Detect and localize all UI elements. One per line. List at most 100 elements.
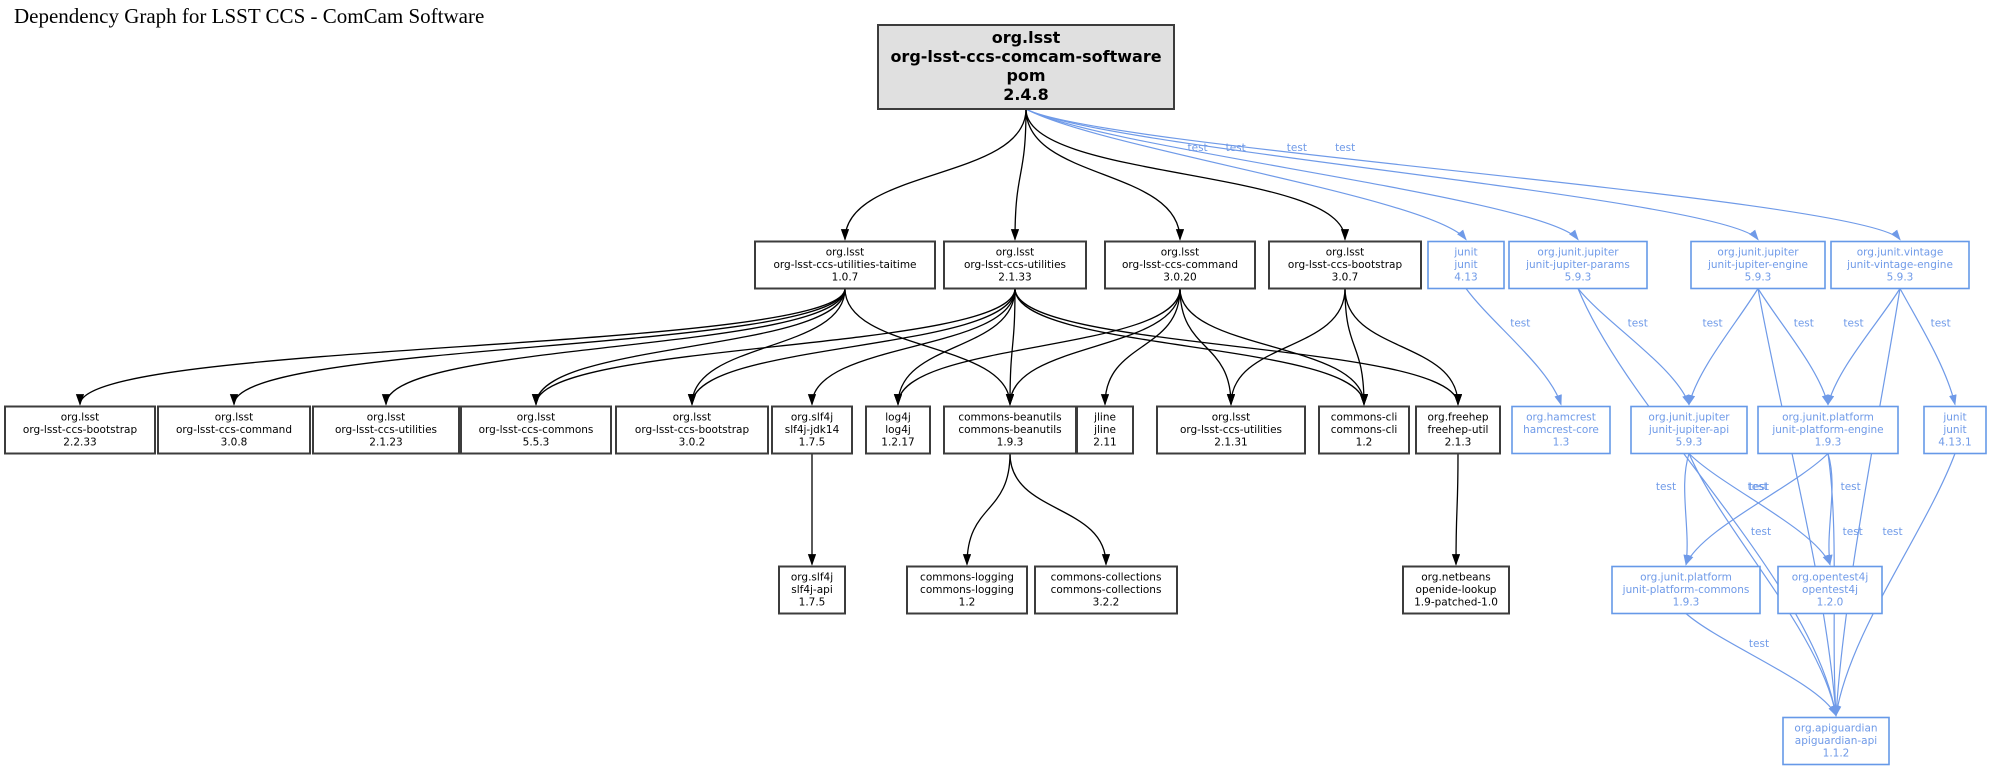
node-box[interactable]: [1782, 716, 1890, 766]
node-box[interactable]: [865, 405, 931, 455]
node-box[interactable]: [1630, 405, 1748, 455]
node-text-line: 3.0.7: [1332, 271, 1359, 283]
node-box[interactable]: [1415, 405, 1501, 455]
node-text-line: org.junit.platform: [1640, 572, 1732, 584]
graph-edge: [1025, 108, 1759, 241]
node-text-line: 5.9.3: [1565, 271, 1592, 283]
graph-node-jupiterengine[interactable]: org.junit.jupiterjunit-jupiter-engine5.9…: [1690, 240, 1826, 290]
graph-edge: [893, 288, 1016, 406]
node-text-line: 1.7.5: [799, 436, 826, 448]
node-text-line: org-lsst-ccs-utilities: [335, 424, 437, 436]
graph-edge: [1014, 288, 1369, 406]
node-box[interactable]: [1402, 565, 1510, 615]
node-text-line: 1.9.3: [1673, 596, 1700, 608]
node-box[interactable]: [877, 24, 1175, 110]
graph-node-platformengine[interactable]: org.junit.platformjunit-platform-engine1…: [1757, 405, 1899, 455]
graph-edge: [531, 288, 1016, 406]
node-box[interactable]: [771, 405, 853, 455]
graph-edge: [1025, 108, 1185, 241]
node-box[interactable]: [1508, 240, 1648, 290]
node-box[interactable]: [1104, 240, 1256, 290]
page-title: Dependency Graph for LSST CCS - ComCam S…: [14, 4, 485, 28]
node-text-line: 2.4.8: [1003, 85, 1049, 104]
node-box[interactable]: [906, 565, 1028, 615]
node-box[interactable]: [1268, 240, 1422, 290]
node-text-line: junit-jupiter-params: [1525, 259, 1630, 271]
node-text-line: org-lsst-ccs-comcam-software: [890, 47, 1161, 66]
node-box[interactable]: [157, 405, 311, 455]
node-box[interactable]: [1777, 565, 1883, 615]
edge-label-test: test: [1702, 317, 1722, 329]
node-box[interactable]: [754, 240, 936, 290]
node-box[interactable]: [312, 405, 460, 455]
node-text-line: org.apiguardian: [1794, 723, 1877, 735]
graph-node-platformcommons[interactable]: org.junit.platformjunit-platform-commons…: [1611, 565, 1761, 615]
graph-edge: [844, 288, 1015, 406]
node-box[interactable]: [943, 240, 1087, 290]
node-box[interactable]: [1156, 405, 1306, 455]
graph-node-vintageengine[interactable]: org.junit.vintagejunit-vintage-engine5.9…: [1830, 240, 1970, 290]
node-text-line: junit: [1942, 424, 1966, 436]
node-text-line: junit-jupiter-engine: [1707, 259, 1808, 271]
node-box[interactable]: [1034, 565, 1178, 615]
graph-edge: [1025, 108, 1579, 241]
node-text-line: 1.2: [959, 596, 976, 608]
edge-label-test: test: [1843, 317, 1863, 329]
node-box[interactable]: [1511, 405, 1611, 455]
node-text-line: jline: [1093, 412, 1116, 424]
node-text-line: org-lsst-ccs-command: [176, 424, 292, 436]
node-text-line: 1.2.0: [1817, 596, 1844, 608]
graph-edge: [1899, 288, 1957, 406]
node-box[interactable]: [1757, 405, 1899, 455]
node-box[interactable]: [1611, 565, 1761, 615]
graph-edge: [1687, 288, 1759, 406]
edge-label-test: test: [1226, 142, 1246, 154]
graph-node-commonscollections[interactable]: commons-collectionscommons-collections3.…: [1034, 565, 1178, 615]
node-box[interactable]: [1076, 405, 1134, 455]
node-box[interactable]: [1427, 240, 1505, 290]
node-box[interactable]: [1830, 240, 1970, 290]
node-text-line: jline: [1093, 424, 1116, 436]
node-text-line: org.lsst: [1326, 247, 1365, 259]
node-box[interactable]: [1318, 405, 1410, 455]
graph-node-openidelookup[interactable]: org.netbeansopenide-lookup1.9-patched-1.…: [1402, 565, 1510, 615]
graph-node-taitime[interactable]: org.lsstorg-lsst-ccs-utilities-taitime1.…: [754, 240, 936, 290]
node-box[interactable]: [615, 405, 769, 455]
edge-label-test: test: [1843, 526, 1863, 538]
node-box[interactable]: [1923, 405, 1987, 455]
node-box[interactable]: [4, 405, 156, 455]
node-text-line: slf4j-api: [791, 584, 833, 596]
node-box[interactable]: [460, 405, 612, 455]
node-text-line: 3.0.8: [221, 436, 248, 448]
node-box[interactable]: [1690, 240, 1826, 290]
graph-edge: [229, 288, 846, 406]
node-box[interactable]: [778, 565, 846, 615]
edge-label-test: test: [1751, 526, 1771, 538]
edge-label-test: test: [1335, 142, 1355, 154]
graph-node-jupiterparams[interactable]: org.junit.jupiterjunit-jupiter-params5.9…: [1508, 240, 1648, 290]
graph-node-root[interactable]: org.lsstorg-lsst-ccs-comcam-softwarepom2…: [877, 24, 1175, 110]
